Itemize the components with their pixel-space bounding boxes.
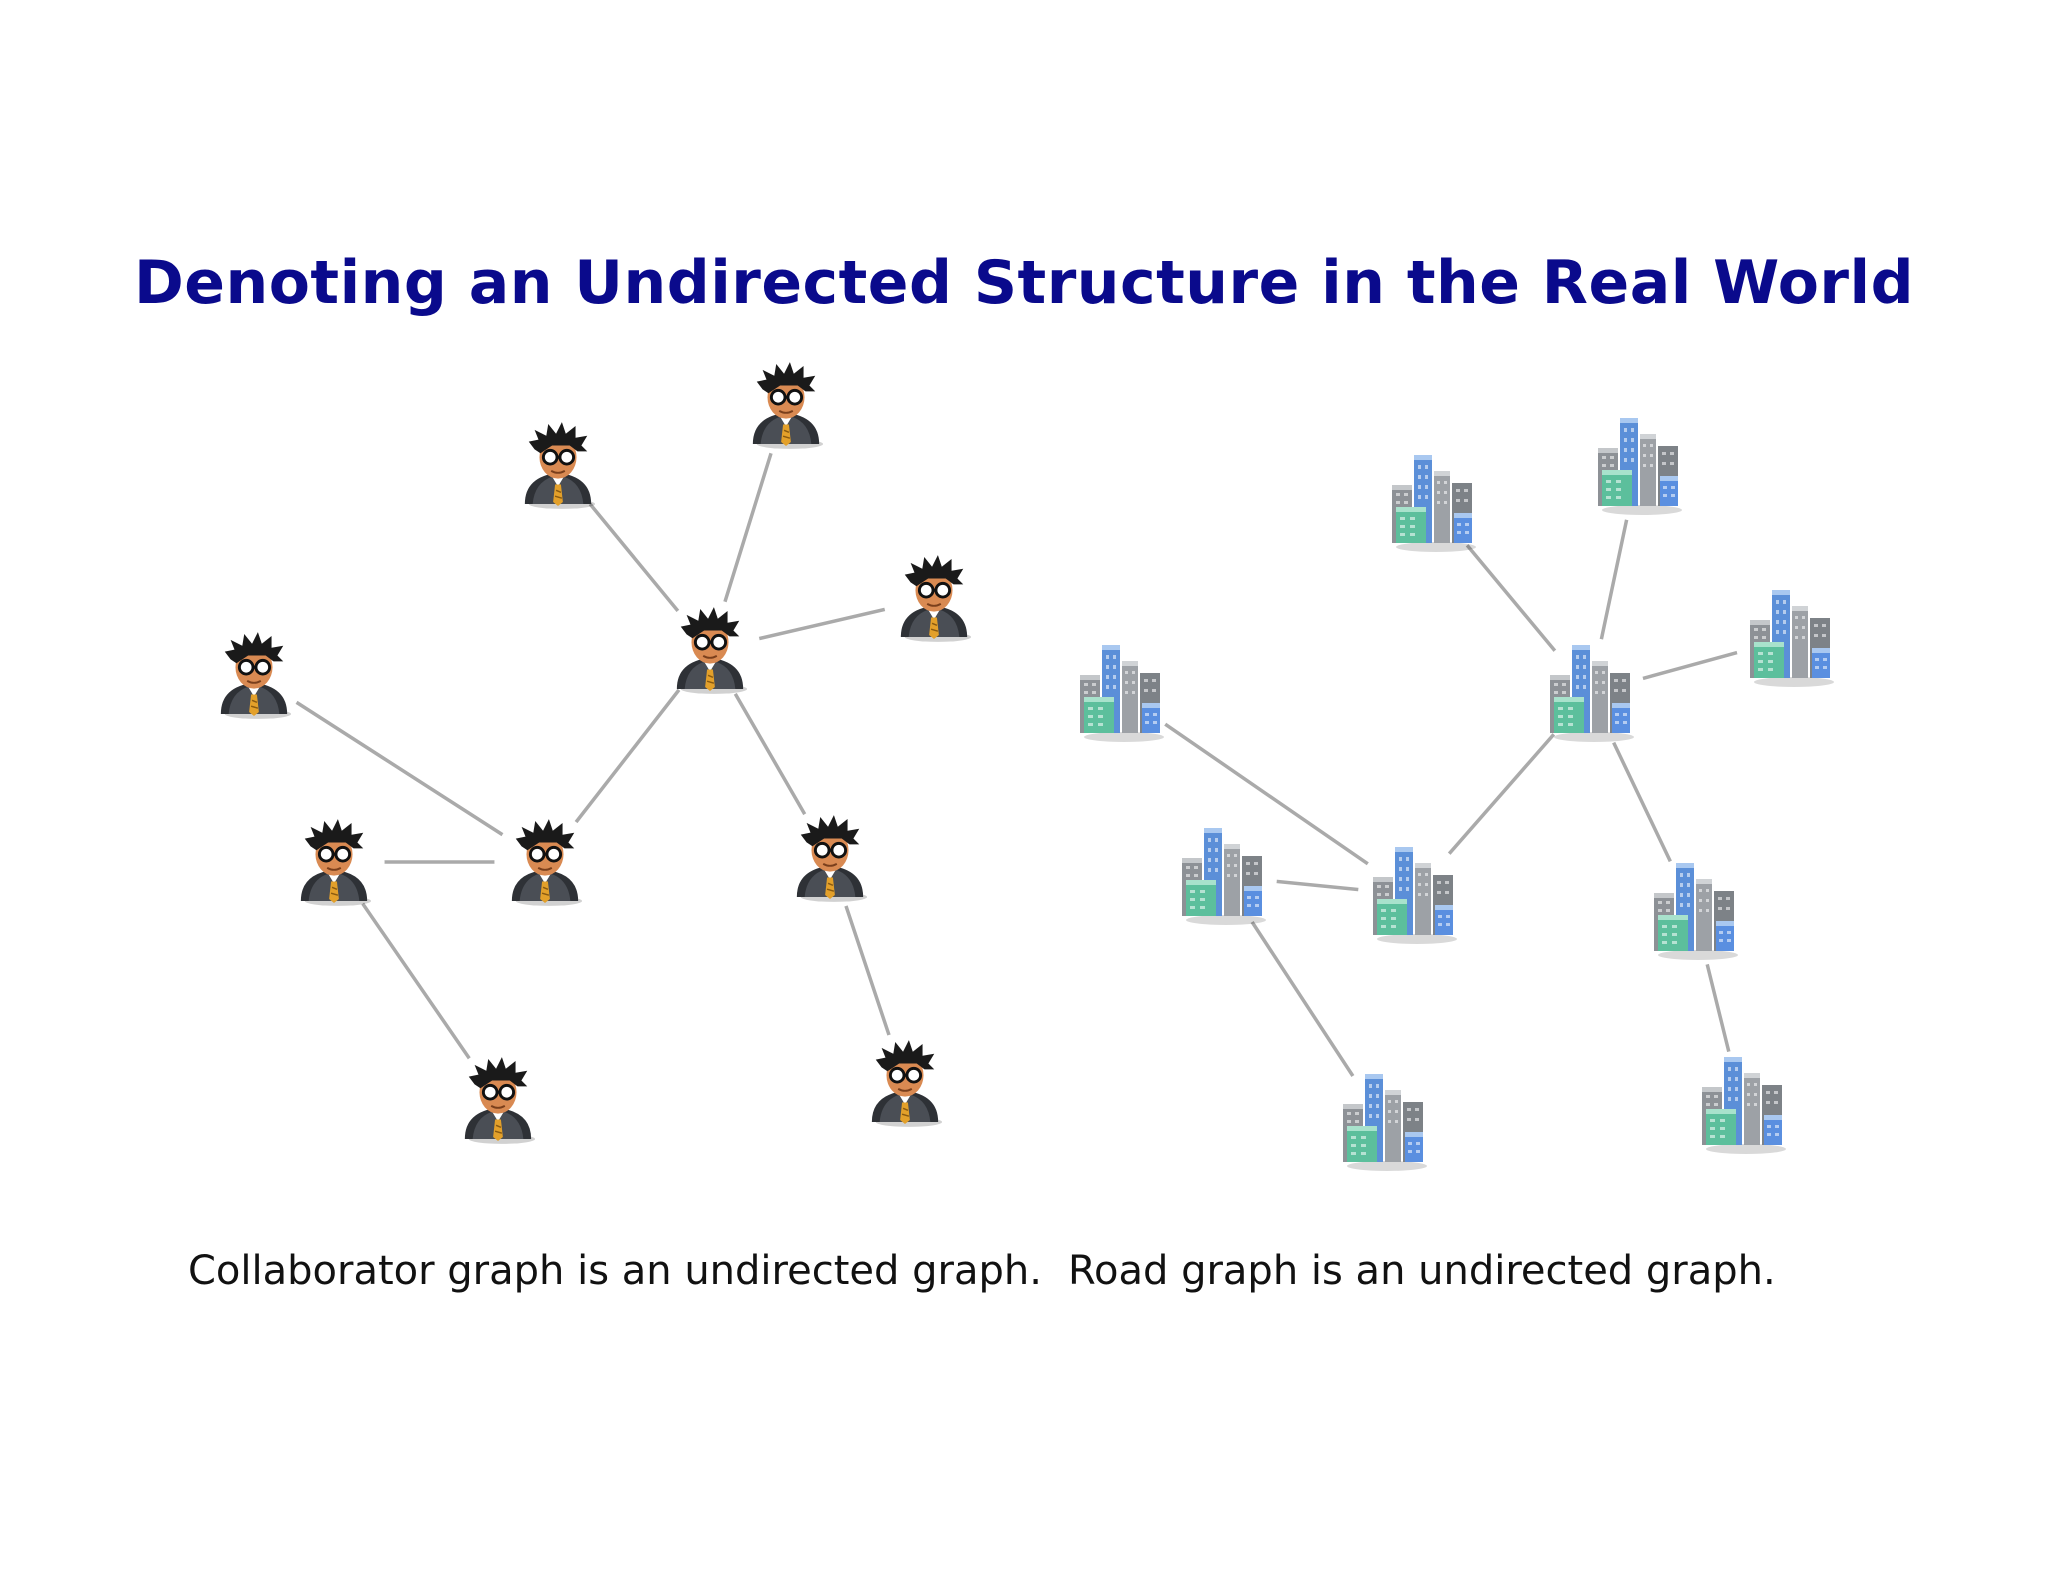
graph-edge: [252, 673, 547, 864]
road-graph-edges: [1118, 464, 1792, 1124]
road-graph: [1065, 411, 1845, 1177]
road-graph-nodes: [1065, 411, 1845, 1177]
graph-edge: [1118, 691, 1415, 897]
collaborator-graph: [203, 354, 985, 1151]
slide-title: Denoting an Undirected Structure in the …: [133, 248, 1915, 318]
collaborator-graph-edges: [252, 403, 936, 1102]
collaborator-graph-nodes: [203, 354, 985, 1151]
road-graph-caption: Road graph is an undirected graph.: [1068, 1248, 1776, 1294]
collaborator-graph-caption: Collaborator graph is an undirected grap…: [188, 1248, 1042, 1294]
